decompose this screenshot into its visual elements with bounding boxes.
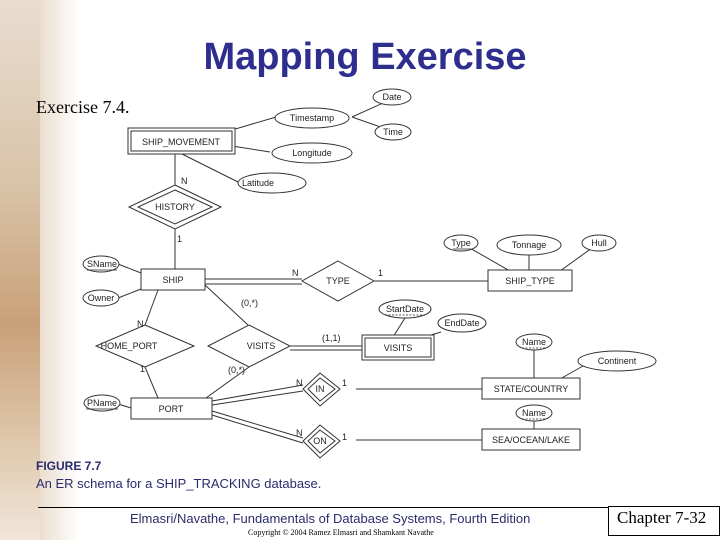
entity-label-sea-ocean-lake: SEA/OCEAN/LAKE [492,435,570,445]
entity-sea-ocean-lake [481,428,581,451]
attribute-label-state-name: Name [522,337,546,347]
attribute-owner [82,289,120,307]
relationship-on [302,424,341,459]
footer-divider [38,507,720,508]
attribute-date [372,88,412,106]
attribute-continent [577,350,657,372]
attribute-timestamp [274,107,350,129]
relationship-visits [206,324,292,368]
cardinality-in-n: N [296,378,303,388]
relationship-label-type: TYPE [326,276,350,286]
relationship-label-on: ON [313,436,327,446]
attribute-label-time: Time [383,127,403,137]
footer-book-title: Elmasri/Navathe, Fundamentals of Databas… [130,511,531,526]
cardinality-port-visits: (0,*) [228,365,245,375]
entity-visits [361,334,435,361]
entity-ship-type [487,269,573,292]
attribute-label-date: Date [382,92,401,102]
relationship-label-home-port: HOME_PORT [101,341,158,351]
entity-label-ship-type: SHIP_TYPE [505,276,555,286]
attribute-label-longitude: Longitude [292,148,332,158]
entity-label-visits: VISITS [384,343,413,353]
attribute-time [374,123,412,141]
relationship-label-history: HISTORY [155,202,195,212]
background-fade [40,0,80,540]
chapter-box [608,506,720,536]
cardinality-on-n: N [296,428,303,438]
cardinality-ship-visits: (0,*) [241,298,258,308]
attribute-state-name [515,333,553,351]
entity-ship [140,268,206,291]
attribute-label-owner: Owner [88,293,115,303]
cardinality-home-1: 1 [140,364,145,374]
attribute-pname [83,394,121,412]
cardinality-on-1: 1 [342,432,347,442]
attribute-enddate [437,313,487,333]
exercise-label: Exercise 7.4. [36,97,130,117]
entity-label-state-country: STATE/COUNTRY [494,384,569,394]
attribute-label-sea-name: Name [522,408,546,418]
attribute-sea-name [515,404,553,422]
attribute-type [443,234,479,252]
cardinality-visits-entity: (1,1) [322,333,341,343]
relationship-label-in: IN [316,384,325,394]
footer-copyright: Copyright © 2004 Ramez Elmasri and Shamk… [248,528,434,537]
attribute-label-enddate: EndDate [444,318,479,328]
cardinality-history-n: N [181,176,188,186]
attribute-label-continent: Continent [598,356,637,366]
entity-label-ship: SHIP [162,275,183,285]
attribute-label-tonnage: Tonnage [512,240,547,250]
entity-port [130,397,213,420]
chapter-number: Chapter 7-32 [617,508,707,527]
attribute-sname [82,255,120,273]
entity-ship-movement [127,127,236,155]
attribute-latitude [237,172,307,194]
attribute-startdate [378,299,432,319]
entity-state-country [481,377,581,400]
relationship-label-visits: VISITS [247,341,276,351]
attribute-label-sname: SName [87,259,117,269]
cardinality-type-n: N [292,268,299,278]
attribute-label-type: Type [451,238,471,248]
relationship-type [300,260,376,302]
relationship-history [127,184,223,230]
figure-caption: An ER schema for a SHIP_TRACKING databas… [36,476,322,491]
attribute-label-latitude: Latitude [242,178,274,188]
figure-label: FIGURE 7.7 [36,459,102,473]
attribute-hull [581,234,617,252]
cardinality-history-1: 1 [177,234,182,244]
attribute-label-hull: Hull [591,238,607,248]
cardinality-in-1: 1 [342,378,347,388]
attribute-longitude [271,142,353,164]
entity-label-ship-movement: SHIP_MOVEMENT [142,137,221,147]
cardinality-home-n: N [137,319,144,329]
slide-title: Mapping Exercise [203,36,527,78]
relationship-in [302,372,341,407]
relationship-home-port [94,324,196,368]
cardinality-type-1: 1 [378,268,383,278]
attribute-tonnage [496,234,562,256]
background-desert-strip [0,0,40,540]
attribute-label-pname: PName [87,398,117,408]
entity-label-port: PORT [159,404,184,414]
attribute-label-timestamp: Timestamp [290,113,334,123]
attribute-label-startdate: StartDate [386,304,424,314]
